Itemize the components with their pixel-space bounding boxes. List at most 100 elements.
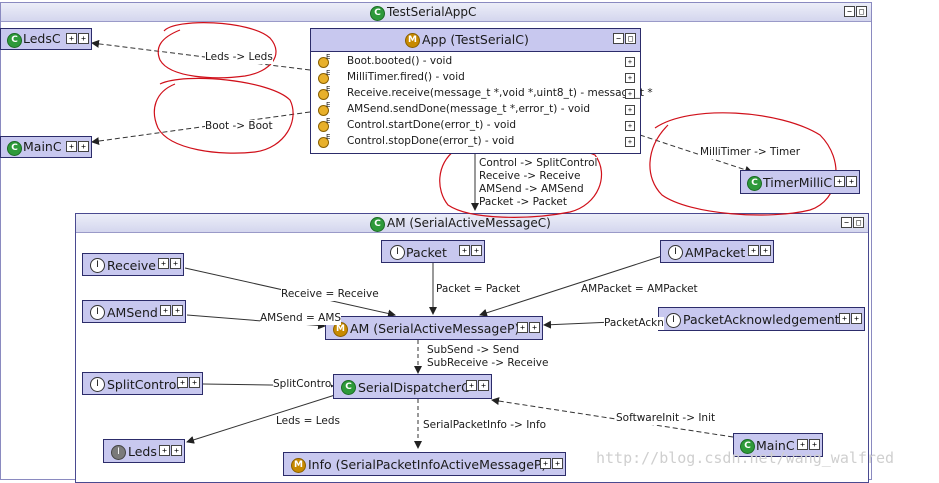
expand-button[interactable]: +	[471, 245, 482, 256]
expand-button[interactable]: +	[66, 33, 77, 44]
node-packet-interface[interactable]: I Packet ++	[381, 240, 485, 263]
expand-button[interactable]: +	[625, 73, 635, 83]
node-splitcontrol-interface[interactable]: I SplitControl ++	[82, 372, 203, 395]
outer-component-header: C TestSerialAppC −□	[1, 3, 871, 22]
maximize-button[interactable]: □	[853, 217, 864, 228]
edge-label-boot: Boot -> Boot	[205, 120, 273, 133]
node-timermillic[interactable]: C TimerMilliC ++	[740, 170, 860, 194]
node-label: Receive	[107, 258, 156, 273]
node-label: Info (SerialPacketInfoActiveMessageP)	[308, 457, 547, 472]
expand-button[interactable]: +	[529, 322, 540, 333]
node-ampacket-interface[interactable]: I AMPacket ++	[660, 240, 774, 263]
node-ledsc[interactable]: C LedsC ++	[0, 28, 92, 50]
edge-label-softwareinit: SoftwareInit -> Init	[616, 412, 716, 425]
node-mainc-inner[interactable]: C MainC ++	[733, 433, 823, 457]
node-receive-interface[interactable]: I Receive ++	[82, 253, 184, 276]
component-badge-icon: C	[370, 217, 385, 232]
node-label: SerialDispatcherC	[358, 380, 470, 395]
edge-label-receive: Receive -> Receive	[479, 170, 581, 183]
node-mainc-top[interactable]: C MainC ++	[0, 136, 92, 158]
node-leds-interface[interactable]: I Leds ++	[103, 439, 185, 463]
expand-button[interactable]: +	[625, 121, 635, 131]
expand-button[interactable]: +	[625, 105, 635, 115]
component-badge-icon: C	[7, 33, 22, 48]
expand-button[interactable]: +	[189, 377, 200, 388]
module-badge-icon: M	[291, 458, 306, 473]
interface-badge-icon: I	[90, 377, 105, 392]
node-amsend-interface[interactable]: I AMSend ++	[82, 300, 186, 323]
node-buttons: ++	[747, 245, 771, 256]
expand-button[interactable]: +	[625, 57, 635, 67]
edge-label-amsend: AMSend -> AMSend	[479, 183, 584, 196]
expand-button[interactable]: +	[625, 89, 635, 99]
expand-button[interactable]: +	[540, 458, 551, 469]
expand-button[interactable]: +	[160, 305, 171, 316]
edge-label-splitcontrol-inner: SplitContro	[273, 378, 332, 391]
node-info-module[interactable]: M Info (SerialPacketInfoActiveMessageP) …	[283, 452, 566, 476]
event-icon	[318, 121, 329, 132]
event-icon	[318, 89, 329, 100]
expand-button[interactable]: +	[625, 137, 635, 147]
expand-button[interactable]: +	[172, 305, 183, 316]
expand-button[interactable]: +	[466, 380, 477, 391]
event-icon	[318, 105, 329, 116]
event-letter: E	[326, 85, 331, 93]
expand-button[interactable]: +	[170, 258, 181, 269]
event-icon	[318, 137, 329, 148]
expand-button[interactable]: +	[839, 313, 850, 324]
edge-leds	[91, 39, 311, 71]
minimize-button[interactable]: −	[613, 33, 624, 44]
expand-button[interactable]: +	[552, 458, 563, 469]
node-buttons: ++	[65, 33, 89, 44]
edge-timer	[639, 134, 753, 174]
expand-button[interactable]: +	[159, 445, 170, 456]
function-label: Receive.receive(message_t *,void *,uint8…	[347, 87, 653, 99]
edge-label-amsend-inner: AMSend = AMS	[260, 312, 342, 325]
node-buttons: ++	[157, 258, 181, 269]
minimize-button[interactable]: −	[844, 6, 855, 17]
edge-label-packet-inner: Packet = Packet	[436, 283, 521, 296]
expand-button[interactable]: +	[760, 245, 771, 256]
expand-button[interactable]: +	[78, 141, 89, 152]
watermark-text: http://blog.csdn.net/wang_walfred	[596, 449, 895, 467]
maximize-button[interactable]: □	[625, 33, 636, 44]
expand-button[interactable]: +	[834, 176, 845, 187]
expand-button[interactable]: +	[177, 377, 188, 388]
app-module-header: M App (TestSerialC) −□	[311, 29, 640, 52]
node-dispatcher-component[interactable]: C SerialDispatcherC ++	[333, 374, 492, 399]
expand-button[interactable]: +	[171, 445, 182, 456]
node-label: MainC	[23, 139, 62, 154]
node-label: TimerMilliC	[763, 175, 833, 190]
node-buttons: ++	[158, 445, 182, 456]
expand-button[interactable]: +	[809, 439, 820, 450]
expand-button[interactable]: +	[797, 439, 808, 450]
maximize-button[interactable]: □	[856, 6, 867, 17]
function-row[interactable]: E Receive.receive(message_t *,void *,uint…	[311, 85, 653, 102]
expand-button[interactable]: +	[66, 141, 77, 152]
expand-button[interactable]: +	[846, 176, 857, 187]
interface-badge-icon: I	[90, 258, 105, 273]
node-am-module[interactable]: M AM (SerialActiveMessageP) ++	[325, 316, 543, 340]
node-label: Packet	[406, 245, 447, 260]
expand-button[interactable]: +	[517, 322, 528, 333]
expand-button[interactable]: +	[748, 245, 759, 256]
expand-button[interactable]: +	[478, 380, 489, 391]
expand-button[interactable]: +	[78, 33, 89, 44]
expand-button[interactable]: +	[459, 245, 470, 256]
outer-component-title: TestSerialAppC	[387, 5, 477, 19]
edge-boot	[91, 111, 311, 146]
node-packetack-interface[interactable]: I PacketAcknowledgements ++	[658, 307, 865, 331]
minimize-button[interactable]: −	[841, 217, 852, 228]
event-letter: E	[326, 133, 331, 141]
node-buttons: ++	[159, 305, 183, 316]
node-label: MainC	[756, 438, 795, 453]
expand-button[interactable]: +	[158, 258, 169, 269]
node-label: SplitControl	[107, 377, 180, 392]
expand-button[interactable]: +	[851, 313, 862, 324]
